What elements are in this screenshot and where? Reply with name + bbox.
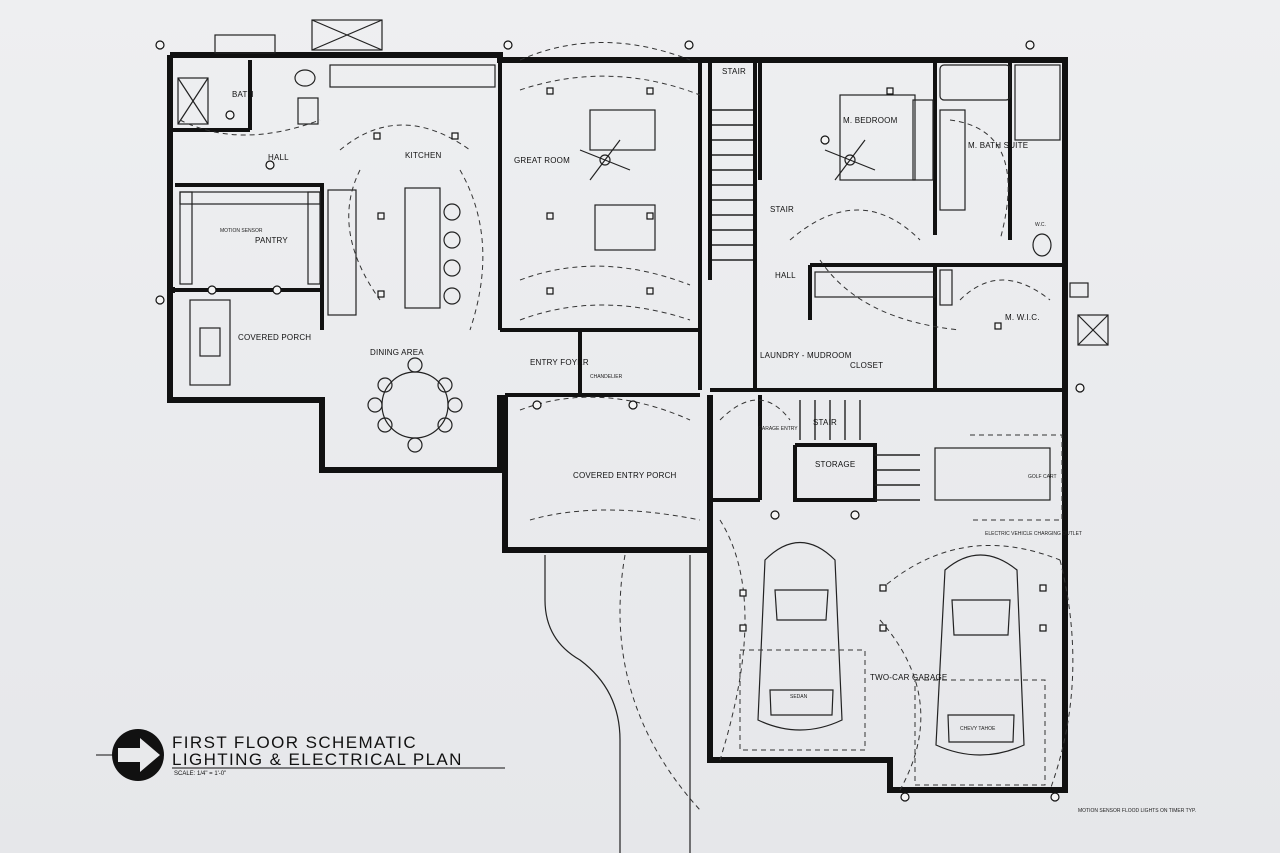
label-covered-porch: COVERED PORCH xyxy=(238,333,311,342)
label-wc: W.C. xyxy=(1035,222,1046,228)
light-fixtures xyxy=(155,40,1085,802)
label-ev-outlet: ELECTRIC VEHICLE CHARGING OUTLET xyxy=(985,531,1082,537)
label-closet: CLOSET xyxy=(850,361,883,370)
fixtures xyxy=(177,19,1109,853)
label-kitchen: KITCHEN xyxy=(405,151,442,160)
label-chevy-tahoe: CHEVY TAHOE xyxy=(960,726,996,732)
stair-treads xyxy=(712,109,920,501)
label-m-wic: M. W.I.C. xyxy=(1005,313,1040,322)
label-chandelier: CHANDELIER xyxy=(590,374,623,380)
interior-walls xyxy=(172,60,1065,502)
label-hall-mid: HALL xyxy=(775,271,796,280)
label-m-bedroom: M. BEDROOM xyxy=(843,116,898,125)
label-stair-top: STAIR xyxy=(722,67,746,76)
plan-title-line2: LIGHTING & ELECTRICAL PLAN xyxy=(172,750,463,769)
north-arrow-pointer-icon xyxy=(118,738,160,772)
label-motion-sensor-pantry: MOTION SENSOR xyxy=(220,228,263,234)
label-dining-area: DINING AREA xyxy=(370,348,424,357)
label-bath: BATH xyxy=(232,90,254,99)
label-sedan: SEDAN xyxy=(790,694,808,700)
label-great-room: GREAT ROOM xyxy=(514,156,570,165)
label-stair-mid: STAIR xyxy=(770,205,794,214)
label-entry-foyer: ENTRY FOYER xyxy=(530,358,589,367)
room-labels: BATH HALL KITCHEN PANTRY MOTION SENSOR C… xyxy=(220,67,1196,814)
label-two-car-garage: TWO-CAR GARAGE xyxy=(870,673,947,682)
label-storage: STORAGE xyxy=(815,460,855,469)
label-pantry: PANTRY xyxy=(255,236,288,245)
label-motion-sensor-flood: MOTION SENSOR FLOOD LIGHTS ON TIMER TYP. xyxy=(1078,808,1196,814)
label-golf-cart: GOLF CART xyxy=(1028,474,1057,480)
label-garage-entry: GARAGE ENTRY xyxy=(758,426,798,432)
plan-title-line1: FIRST FLOOR SCHEMATIC xyxy=(172,733,417,752)
plan-scale: SCALE: 1/4" = 1'-0" xyxy=(174,771,226,777)
label-covered-entry-porch: COVERED ENTRY PORCH xyxy=(573,471,677,480)
label-hall-left: HALL xyxy=(268,153,289,162)
label-laundry: LAUNDRY - MUDROOM xyxy=(760,351,852,360)
label-m-bath-suite: M. BATH SUITE xyxy=(968,141,1028,150)
title-block: FIRST FLOOR SCHEMATIC LIGHTING & ELECTRI… xyxy=(96,729,505,781)
label-stair-garage: STAIR xyxy=(813,418,837,427)
